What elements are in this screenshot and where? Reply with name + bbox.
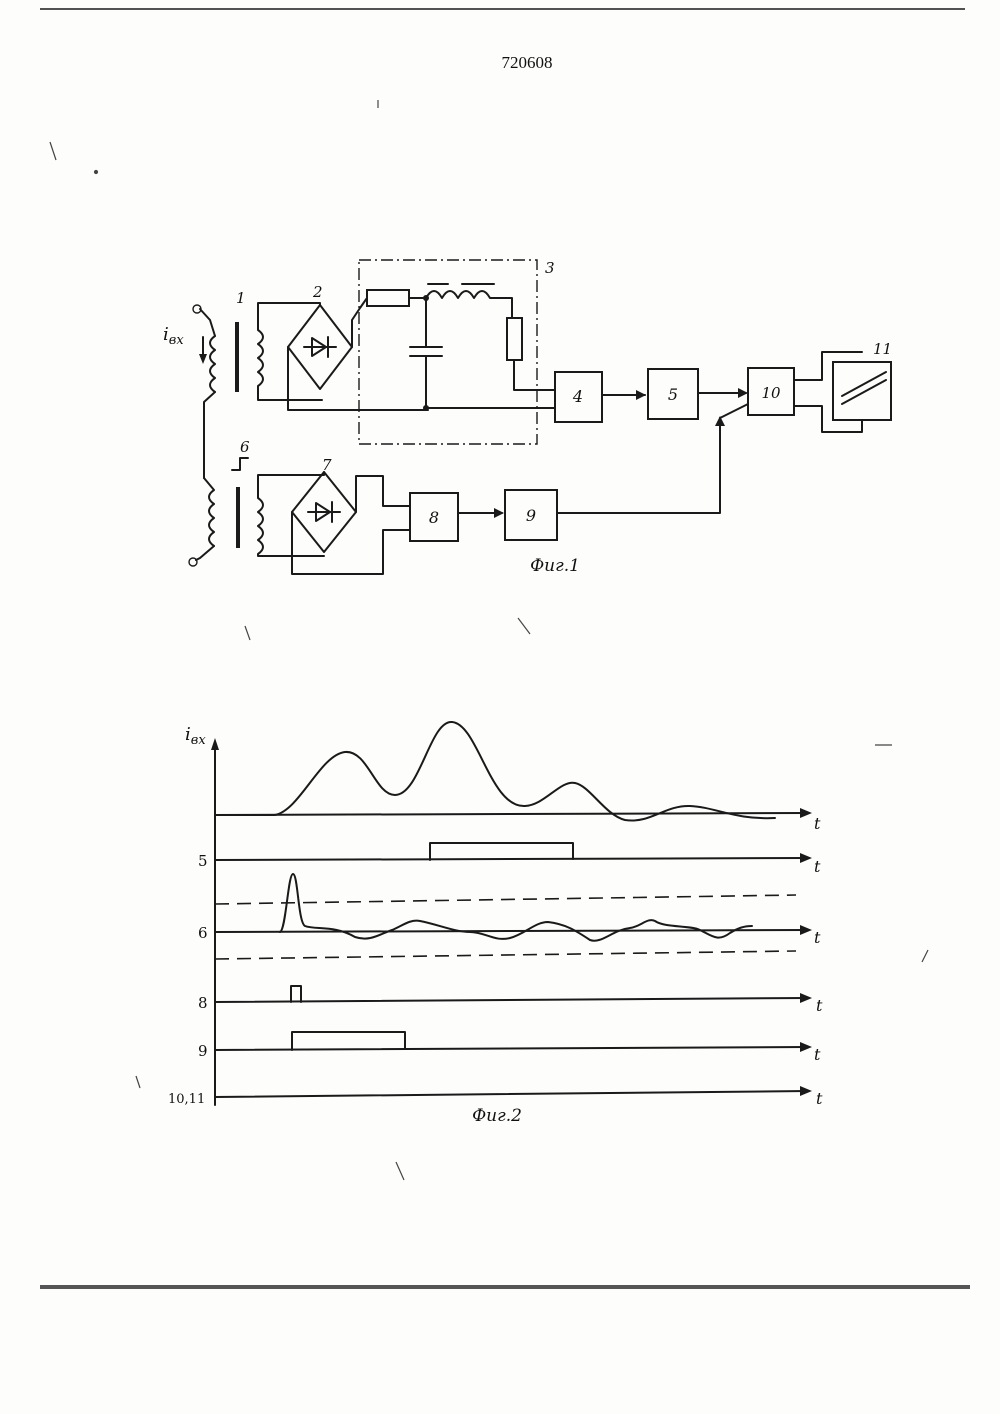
fig2-timing-diagram: iвх t 5 t 6 t 8 t 9 t 10,11 — [168, 722, 823, 1126]
label-10: 10 — [761, 384, 781, 402]
trace-9-axis — [215, 1047, 808, 1050]
trace-6-label: 6 — [198, 924, 208, 942]
trace-6-upper-threshold — [215, 895, 796, 904]
patent-number: 720608 — [502, 53, 553, 72]
wire-9-10-join — [720, 404, 748, 418]
load-resistor — [507, 318, 522, 360]
trace-9-t-label: t — [814, 1045, 821, 1064]
trace-9-pulse — [292, 1032, 405, 1050]
label-7: 7 — [322, 456, 332, 474]
trace-5-t-label: t — [814, 857, 821, 876]
trace-ivx-waveform — [215, 722, 775, 821]
fig1-circuit: 4 5 10 8 9 — [163, 259, 892, 576]
trace-8-axis — [215, 998, 808, 1002]
label-2: 2 — [312, 283, 323, 301]
input-current-label: iвх — [163, 324, 184, 348]
trace-5-axis — [215, 858, 808, 860]
label-5: 5 — [668, 385, 678, 404]
trace-10-11-axis — [215, 1091, 808, 1097]
trace-ivx-axis — [215, 813, 808, 815]
trace-8-t-label: t — [816, 996, 823, 1015]
trace-ivx-t-label: t — [814, 814, 821, 833]
trace-10-11-label: 10,11 — [168, 1092, 205, 1107]
trace-8-label: 8 — [198, 994, 208, 1012]
bridge-7-negative-wire — [292, 512, 410, 574]
fig1-caption: Фиг.1 — [530, 556, 580, 576]
trace-8-pulse — [291, 986, 301, 1002]
primary-connection — [204, 392, 215, 478]
bridge-7-top-wire — [270, 472, 324, 475]
pulse-symbol-6 — [232, 458, 248, 470]
trace-5-label: 5 — [198, 852, 208, 870]
trace-5-arrowhead — [800, 853, 812, 863]
label-1: 1 — [236, 289, 246, 307]
label-11: 11 — [873, 340, 892, 358]
filter-inductor — [426, 291, 512, 318]
arrowhead-5-10 — [738, 388, 748, 398]
transformer-6-primary — [204, 478, 214, 546]
input-lead-top — [200, 309, 215, 336]
label-3: 3 — [545, 259, 555, 277]
arrowhead-8-9 — [494, 508, 504, 518]
fig2-caption: Фиг.2 — [472, 1106, 522, 1126]
label-8: 8 — [429, 508, 439, 527]
transformer-1-primary — [210, 336, 215, 392]
trace-6-axis — [215, 930, 808, 932]
label-6: 6 — [240, 438, 250, 456]
bridge-2-top-wire — [270, 303, 320, 305]
trace-10-11-arrowhead — [800, 1086, 812, 1096]
wire-9-10 — [557, 418, 720, 513]
trace-9-label: 9 — [198, 1042, 208, 1060]
trace-9-arrowhead — [800, 1042, 812, 1052]
input-lead-bottom — [196, 546, 214, 560]
trace-ivx-arrowhead — [800, 808, 812, 818]
bridge-7-positive-wire — [356, 476, 410, 512]
scan-artifacts — [50, 100, 928, 1180]
fig2-y-label: iвх — [185, 724, 206, 748]
trace-6-lower-threshold — [215, 951, 796, 959]
current-arrowhead — [199, 354, 207, 364]
filter-resistor — [367, 290, 409, 306]
trace-6-t-label: t — [814, 928, 821, 947]
filter-output-wire — [514, 360, 555, 390]
trace-10-11-t-label: t — [816, 1089, 823, 1108]
trace-5-pulse — [430, 843, 573, 860]
block-11-recorder — [833, 362, 891, 420]
trace-6-arrowhead — [800, 925, 812, 935]
fig2-y-arrowhead — [211, 738, 219, 750]
label-4: 4 — [572, 387, 583, 406]
label-9: 9 — [526, 506, 536, 525]
trace-8-arrowhead — [800, 993, 812, 1003]
arrowhead-4-5 — [636, 390, 646, 400]
